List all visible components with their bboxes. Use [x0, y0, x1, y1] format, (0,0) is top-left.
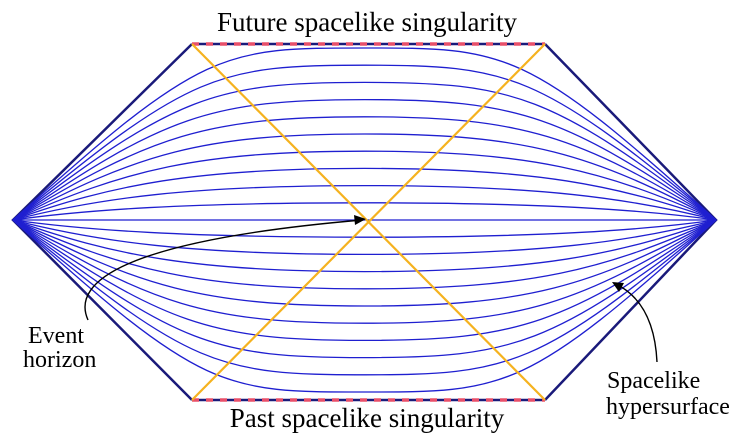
- event-horizon-label-line2: horizon: [23, 347, 96, 373]
- hypersurface-curve: [12, 219, 717, 376]
- hypersurface-curve: [12, 219, 717, 324]
- hypersurface-curve: [12, 98, 717, 221]
- hypersurface-curve: [12, 219, 717, 273]
- event-horizon-arrow: [84, 219, 363, 321]
- hypersurface-curve: [12, 133, 717, 221]
- hypersurface-curve: [12, 116, 717, 221]
- hypersurface-curve: [12, 184, 717, 221]
- annotation-arrows: [84, 215, 658, 363]
- hypersurface-curve: [12, 219, 717, 290]
- event-horizon-line: [191, 43, 546, 401]
- hypersurface-curve: [12, 219, 717, 238]
- hypersurface-arrowhead: [612, 282, 624, 292]
- event-horizon-arrowhead: [354, 215, 366, 225]
- diagram-outline: [11, 43, 718, 401]
- hypersurface-curve: [12, 167, 717, 221]
- future-singularity-label: Future spacelike singularity: [217, 7, 517, 37]
- hypersurface-curve: [12, 219, 717, 342]
- hypersurface-curve: [12, 219, 717, 359]
- past-singularity-label: Past spacelike singularity: [230, 403, 505, 433]
- hypersurface-curve: [12, 219, 717, 393]
- event-horizons-group: [191, 43, 546, 401]
- hypersurface-curve: [12, 81, 717, 221]
- hypersurface-curve: [12, 219, 717, 256]
- hypersurfaces-group: [12, 47, 717, 393]
- singularities-group: [192, 42, 545, 402]
- spacelike-hypersurface-label-line2: hypersurface: [606, 394, 729, 420]
- hypersurface-curve: [12, 47, 717, 221]
- event-horizon-label-line1: Event: [28, 323, 84, 349]
- spacelike-hypersurface-label-line1: Spacelike: [607, 368, 700, 394]
- hypersurface-curve: [12, 202, 717, 221]
- hypersurface-curve: [12, 64, 717, 221]
- hypersurface-arrow: [615, 283, 658, 363]
- hypersurface-curve: [12, 150, 717, 221]
- hypersurface-curve: [12, 219, 717, 307]
